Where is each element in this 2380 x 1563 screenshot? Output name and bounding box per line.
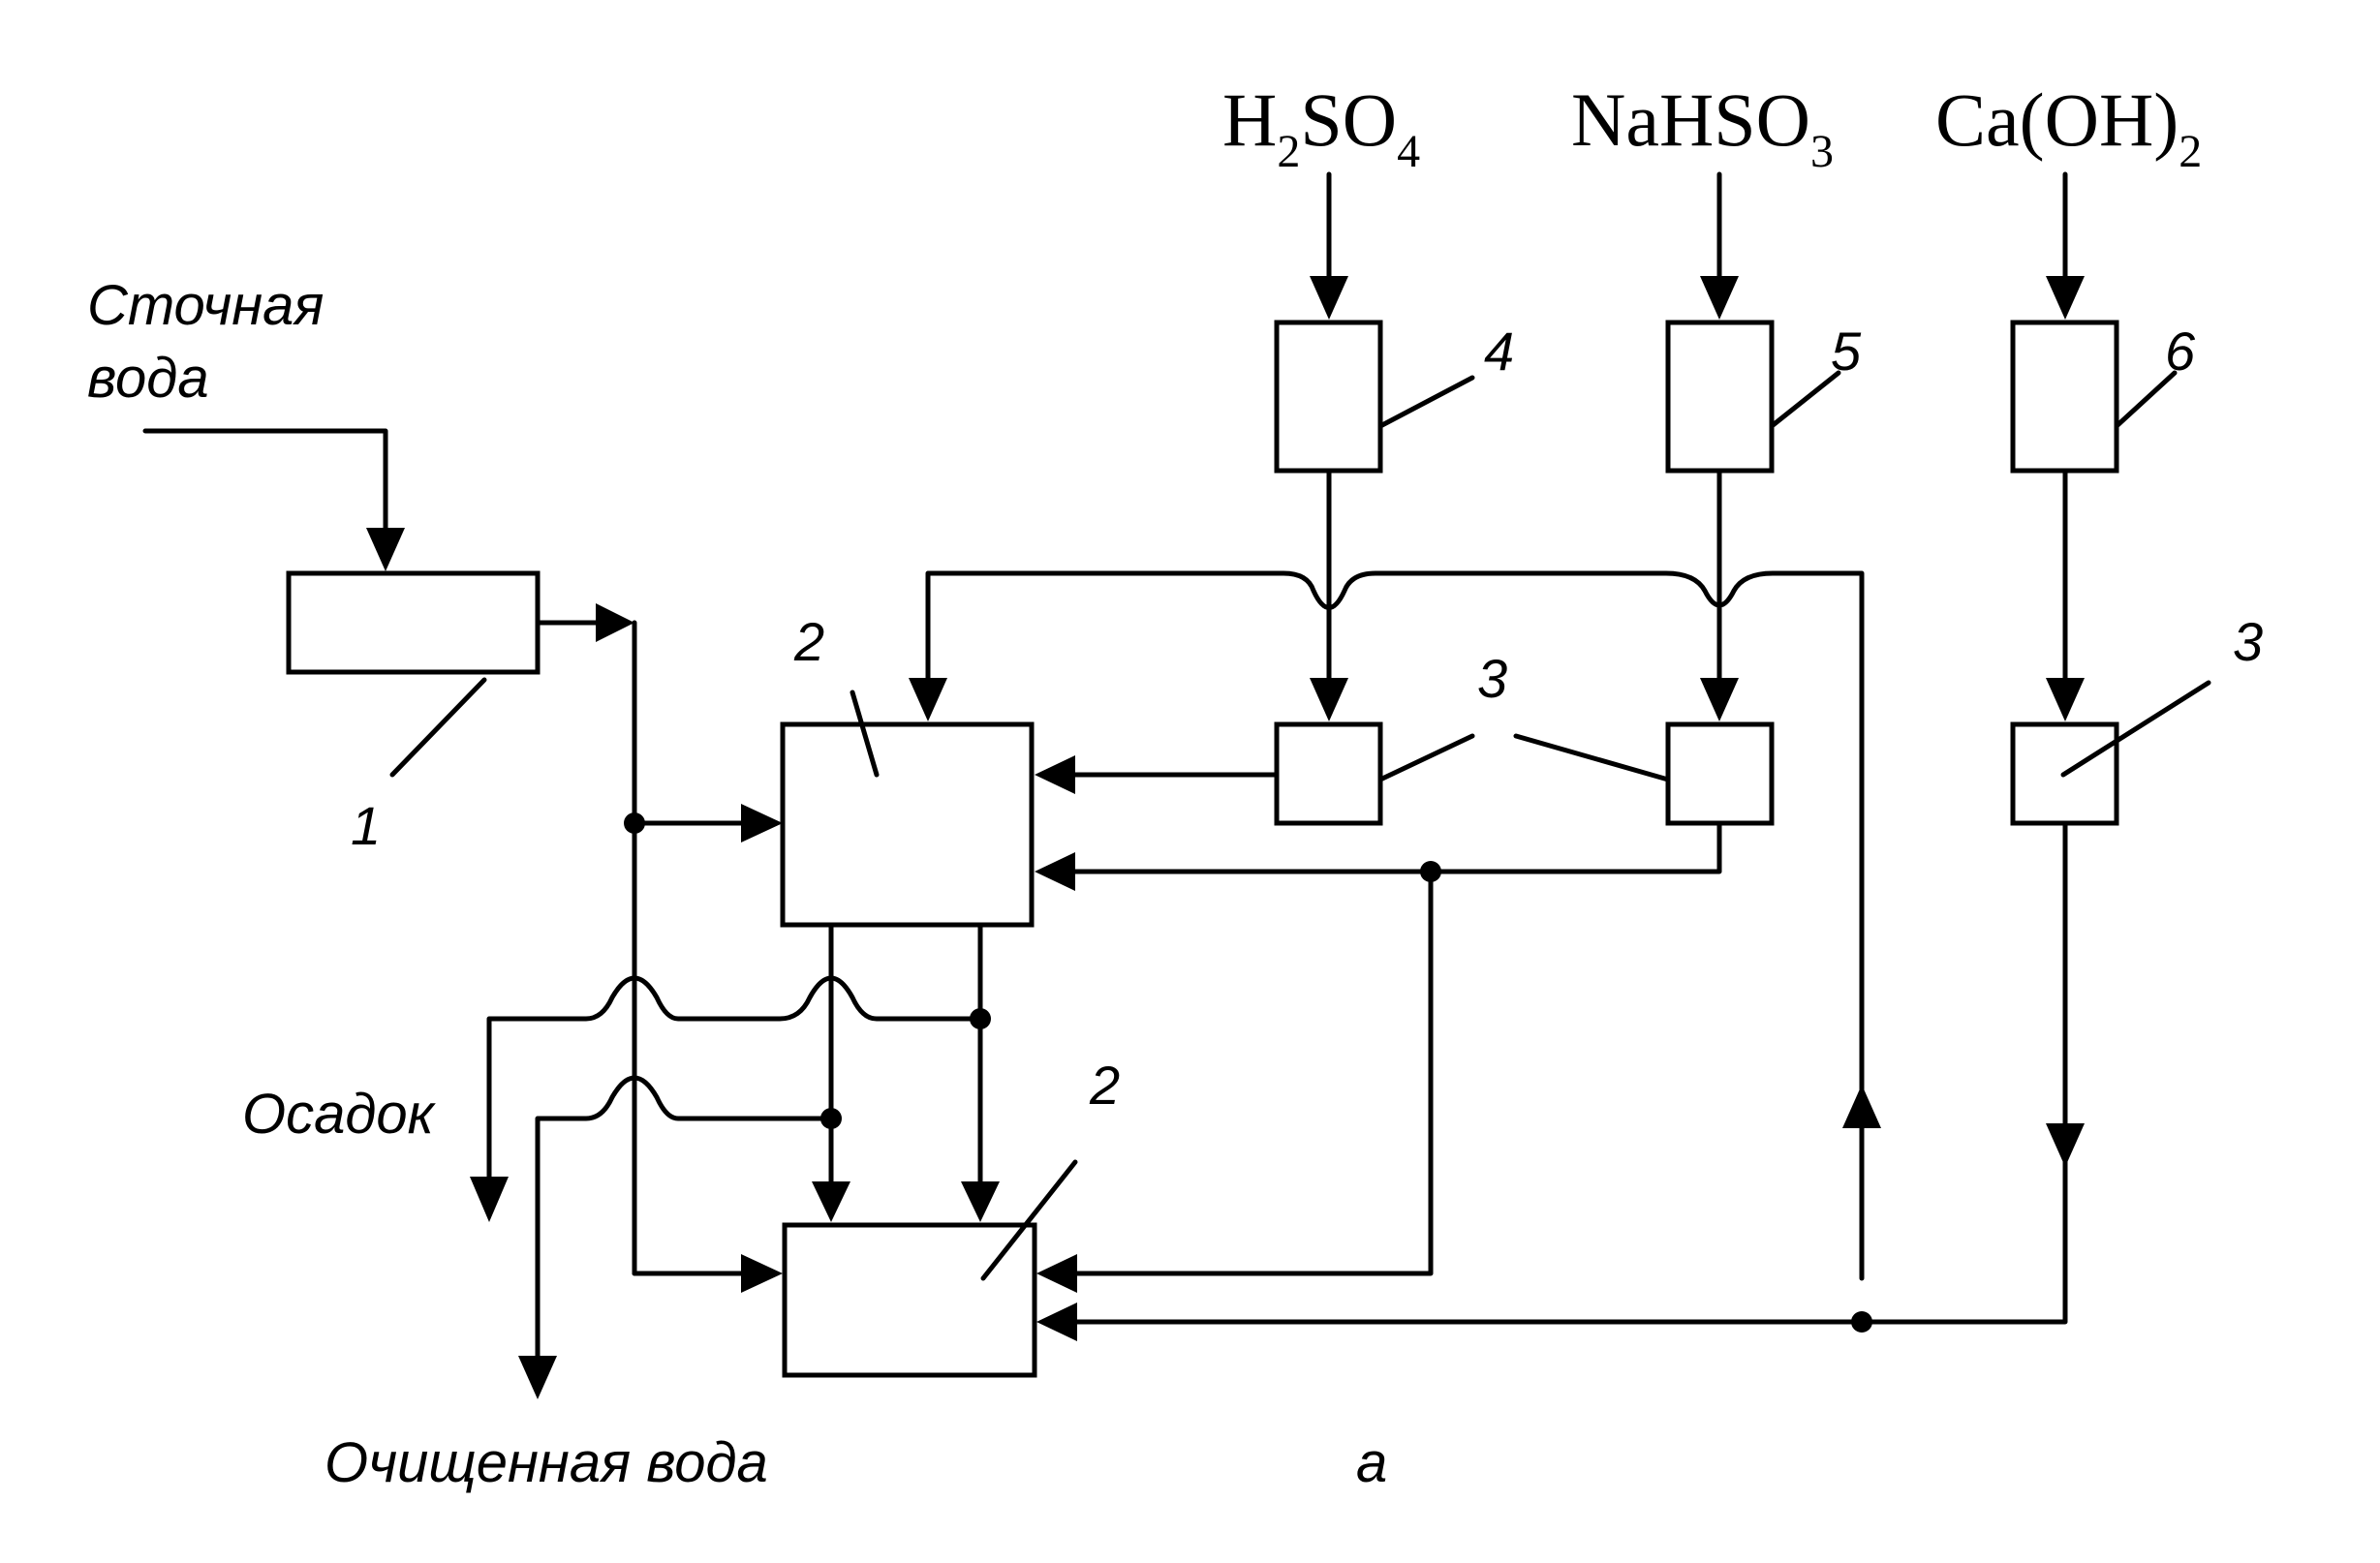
leader-3c: [2060, 680, 2211, 778]
label-4: 4: [1484, 321, 1514, 382]
label-3-right: 3: [2233, 611, 2263, 672]
arrow-reactor-top-right-down: [961, 1181, 1000, 1222]
dosing-3b-output-line: [1048, 820, 1722, 874]
unit-4: [1274, 320, 1383, 474]
treated-water-line: [535, 1075, 834, 1378]
arrow-into-dosing-3c: [2046, 678, 2085, 721]
leader-3b: [1513, 733, 1671, 782]
leader-6: [2114, 370, 2178, 429]
leader-1: [389, 677, 487, 778]
arrow-caoh2-in: [2046, 276, 2085, 320]
label-6: 6: [2165, 321, 2196, 382]
arrow-dosing-3c-down: [2046, 1123, 2085, 1167]
waste-water-label-line1: Сточная: [87, 274, 324, 337]
treated-water-label: Очищенная вода: [325, 1431, 768, 1494]
reagent-h2so4: H2SO4: [1222, 77, 1420, 177]
dosing-unit-3a: [1274, 721, 1383, 826]
arrow-feed-reactor-top: [741, 804, 783, 843]
arrow-recycle-up: [1842, 1085, 1881, 1128]
dosing-3c-output-line: [1051, 820, 2068, 1325]
arrow-dosing-3b-reactor-top: [1035, 852, 1075, 891]
arrow-into-reactor-top-from-recycle: [909, 678, 947, 721]
arrow-dosing-3c-reactor-bottom: [1036, 1302, 1077, 1341]
waste-water-inlet-line: [142, 428, 388, 555]
waste-water-label-line2: вода: [87, 347, 209, 410]
sediment-label: Осадок: [242, 1083, 437, 1146]
label-5: 5: [1831, 321, 1862, 382]
dosing-unit-3b: [1665, 721, 1775, 826]
reagent-caoh2: Ca(OH)2: [1935, 77, 2202, 177]
unit-5: [1665, 320, 1775, 474]
arrow-dosing-3a-reactor: [1035, 755, 1075, 794]
arrow-sediment-out: [470, 1177, 509, 1222]
arrow-dosing-3b-reactor-bottom: [1036, 1254, 1077, 1293]
arrow-reactor-top-left-down: [812, 1181, 850, 1222]
dosing-3b-to-reactor-bottom: [1051, 869, 1434, 1276]
arrow-into-dosing-3a: [1310, 678, 1348, 721]
arrow-feed-reactor-bottom: [741, 1254, 783, 1293]
leader-2-bottom: [980, 1159, 1078, 1281]
arrow-nahso3-in: [1700, 276, 1739, 320]
leader-2-top: [850, 690, 880, 778]
arrow-unit1-out: [596, 603, 634, 642]
arrow-into-unit-1: [366, 528, 405, 571]
figure-caption: а: [1356, 1431, 1387, 1494]
label-2-top: 2: [793, 611, 824, 672]
label-2-bottom: 2: [1089, 1055, 1120, 1116]
leader-4: [1377, 375, 1475, 429]
arrow-treated-water-out: [518, 1356, 557, 1399]
label-3-pair: 3: [1477, 648, 1507, 709]
recycle-loop-line: [925, 570, 1865, 1281]
reactor-2-top: [780, 721, 1035, 928]
junction-recycle: [1851, 1311, 1872, 1333]
label-1: 1: [351, 795, 381, 856]
unit-1: [286, 570, 541, 675]
sediment-line: [486, 975, 983, 1204]
unit-6: [2010, 320, 2119, 474]
reactor-2-bottom: [782, 1222, 1037, 1378]
leader-3a: [1377, 733, 1475, 782]
leader-5: [1769, 370, 1841, 429]
arrow-into-dosing-3b: [1700, 678, 1739, 721]
reagent-nahso3: NaHSO3: [1571, 77, 1834, 177]
arrow-h2so4-in: [1310, 276, 1348, 320]
